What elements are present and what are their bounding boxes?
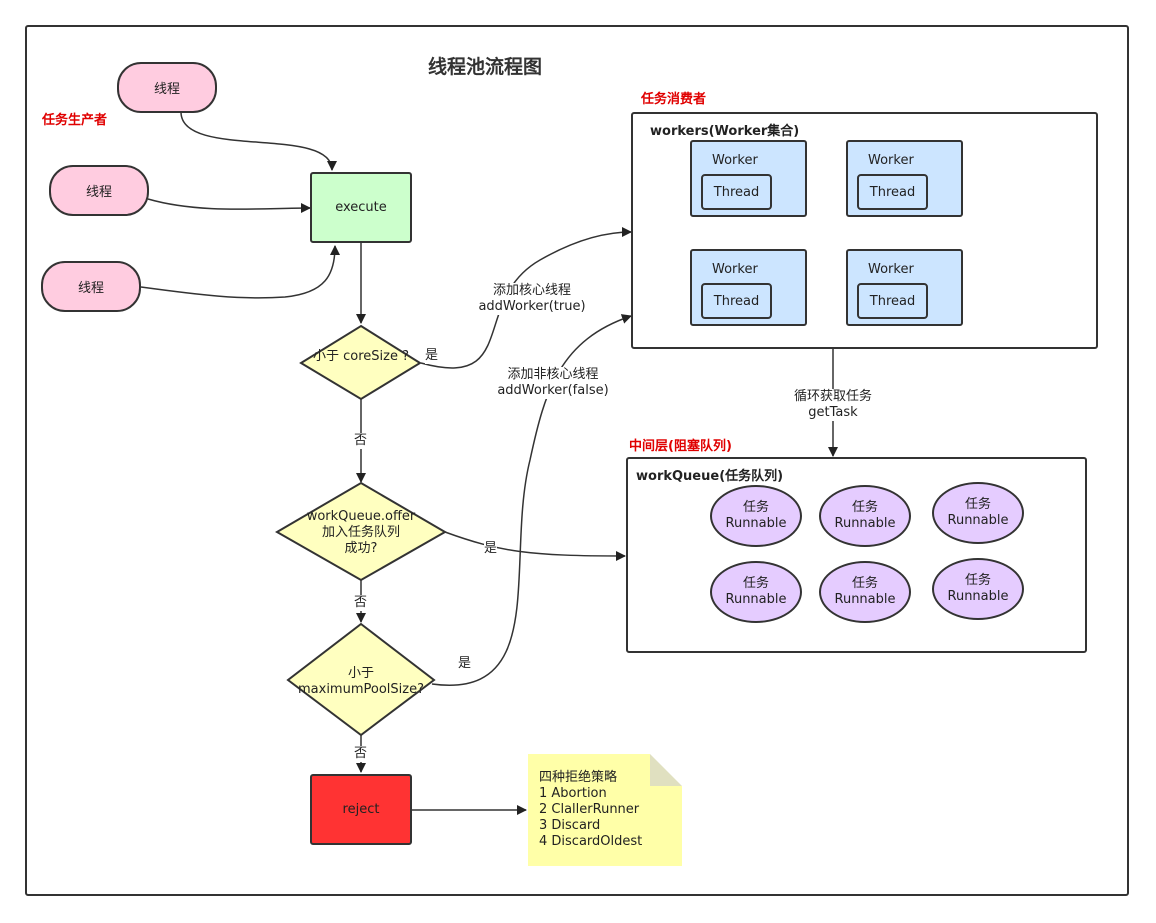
note-item: 1 Abortion	[539, 786, 607, 801]
decision-max-line-2: maximumPoolSize?	[298, 682, 424, 697]
edge-label-core-yes: 是	[425, 348, 439, 364]
edge-label-add-core: 添加核心线程 addWorker(true)	[478, 283, 586, 315]
task-node: 任务 Runnable	[710, 561, 802, 623]
worker-thread-label: Thread	[869, 184, 916, 200]
worker-label: Worker	[712, 153, 758, 168]
task-node: 任务 Runnable	[819, 485, 911, 547]
task-node: 任务 Runnable	[710, 485, 802, 547]
worker-node: Worker Thread	[846, 140, 963, 217]
edge-offer-queue	[444, 531, 626, 561]
workers-title: workers(Worker集合)	[650, 124, 800, 139]
worker-node: Worker Thread	[690, 249, 807, 326]
task-label: 任务	[742, 500, 769, 515]
task-node: 任务 Runnable	[819, 561, 911, 623]
worker-thread: Thread	[857, 283, 928, 319]
thread-node-label: 线程	[153, 82, 180, 97]
task-type: Runnable	[725, 516, 787, 531]
edge-label-max-no: 否	[354, 746, 368, 762]
execute-label: execute	[335, 200, 387, 215]
note-title: 四种拒绝策略	[539, 770, 618, 785]
edge-label-add-core-line-2: addWorker(true)	[478, 299, 586, 314]
decision-offer-line-1: workQueue.offer	[306, 509, 416, 524]
diagram-title: 线程池流程图	[427, 56, 542, 78]
thread-node-3: 线程	[41, 261, 141, 312]
task-label: 任务	[742, 576, 769, 591]
thread-node-1: 线程	[117, 62, 217, 113]
decision-max-line-1: 小于	[347, 666, 374, 681]
diagram-frame	[25, 25, 1129, 896]
decision-offer-line-2: 加入任务队列	[321, 525, 400, 540]
worker-label: Worker	[868, 262, 914, 277]
edge-label-get-task-line-2: getTask	[808, 405, 858, 420]
task-node: 任务 Runnable	[932, 558, 1024, 620]
worker-node: Worker Thread	[846, 249, 963, 326]
task-node: 任务 Runnable	[932, 482, 1024, 544]
task-label: 任务	[851, 500, 878, 515]
execute-node: execute	[310, 172, 412, 243]
edge-label-add-noncore: 添加非核心线程 addWorker(false)	[496, 367, 610, 399]
edge-thread3-execute	[140, 245, 340, 299]
edge-max-workers	[431, 314, 632, 687]
task-type: Runnable	[947, 589, 1009, 604]
edge-label-add-noncore-line-2: addWorker(false)	[497, 383, 609, 398]
decision-max-pool-shape	[286, 622, 436, 737]
decision-offer: workQueue.offer 加入任务队列 成功?	[287, 509, 435, 557]
task-label: 任务	[851, 576, 878, 591]
middle-layer-label: 中间层(阻塞队列)	[629, 439, 732, 454]
task-type: Runnable	[947, 513, 1009, 528]
task-type: Runnable	[834, 516, 896, 531]
worker-thread: Thread	[701, 174, 772, 210]
note-item: 3 Discard	[539, 818, 601, 833]
edge-thread2-execute	[147, 198, 311, 214]
edge-label-add-noncore-line-1: 添加非核心线程	[507, 367, 599, 382]
worker-thread: Thread	[701, 283, 772, 319]
worker-label: Worker	[868, 153, 914, 168]
thread-node-label: 线程	[85, 185, 112, 200]
note-item: 2 ClallerRunner	[539, 802, 640, 817]
edge-label-core-no: 否	[354, 433, 368, 449]
producer-label: 任务生产者	[42, 113, 108, 128]
decision-offer-shape	[275, 481, 447, 582]
decision-core-size: 小于 coreSize ?	[312, 349, 409, 364]
edge-label-add-core-line-1: 添加核心线程	[492, 283, 571, 298]
edge-label-offer-no: 否	[354, 595, 368, 611]
thread-node-2: 线程	[49, 165, 149, 216]
edge-label-max-yes: 是	[458, 656, 472, 672]
decision-offer-line-3: 成功?	[344, 541, 378, 556]
task-label: 任务	[964, 573, 991, 588]
consumer-label: 任务消费者	[641, 92, 707, 107]
reject-label: reject	[342, 802, 380, 817]
decision-core-size-shape	[299, 324, 422, 401]
task-label: 任务	[964, 497, 991, 512]
edge-label-offer-yes: 是	[484, 541, 498, 557]
reject-node: reject	[310, 774, 412, 845]
task-type: Runnable	[725, 592, 787, 607]
thread-node-label: 线程	[77, 281, 104, 296]
decision-max-pool: 小于 maximumPoolSize?	[288, 666, 434, 698]
reject-policy-note: 四种拒绝策略 1 Abortion 2 ClallerRunner 3 Disc…	[528, 754, 682, 866]
note-fold	[650, 754, 682, 786]
work-queue-title: workQueue(任务队列)	[636, 469, 784, 484]
note-item: 4 DiscardOldest	[539, 834, 643, 849]
edge-thread1-execute	[180, 111, 337, 171]
worker-thread-label: Thread	[713, 293, 760, 309]
worker-node: Worker Thread	[690, 140, 807, 217]
work-queue-container: workQueue(任务队列) 任务 Runnable 任务 Runnable …	[626, 457, 1087, 653]
worker-label: Worker	[712, 262, 758, 277]
edge-label-get-task: 循环获取任务 getTask	[780, 389, 886, 421]
workers-container: workers(Worker集合) Worker Thread Worker T…	[631, 112, 1098, 349]
worker-thread: Thread	[857, 174, 928, 210]
edge-core-workers	[420, 227, 632, 369]
task-type: Runnable	[834, 592, 896, 607]
worker-thread-label: Thread	[869, 293, 916, 309]
worker-thread-label: Thread	[713, 184, 760, 200]
edge-label-get-task-line-1: 循环获取任务	[793, 389, 872, 404]
